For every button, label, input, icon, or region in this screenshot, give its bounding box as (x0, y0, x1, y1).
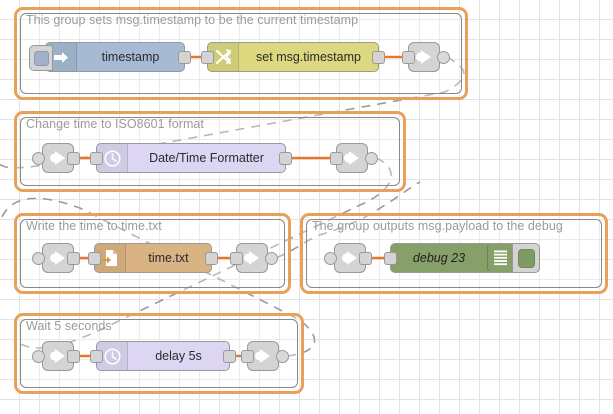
group-label-write-file: Write the time to time.txt (26, 219, 162, 233)
group-border (306, 219, 602, 288)
node-debug-23[interactable]: debug 23 (384, 243, 540, 273)
link-output-port[interactable] (265, 252, 278, 265)
output-port[interactable] (359, 252, 372, 265)
input-port[interactable] (201, 51, 214, 64)
node-link-out-2[interactable] (330, 143, 378, 173)
link-out-icon (248, 342, 278, 370)
node-label: timestamp (101, 50, 160, 64)
link-out-icon (237, 244, 267, 272)
link-in-icon (43, 144, 73, 172)
node-inject-timestamp[interactable]: timestamp (29, 42, 191, 72)
node-label: debug 23 (412, 251, 466, 265)
group-border (20, 13, 462, 94)
inject-button[interactable] (29, 45, 53, 71)
node-link-out-1[interactable] (402, 42, 450, 72)
node-link-out-5[interactable] (241, 341, 289, 371)
link-out-icon (409, 43, 439, 71)
link-input-port[interactable] (32, 350, 45, 363)
link-input-port[interactable] (32, 252, 45, 265)
group-border (20, 117, 400, 186)
link-input-port[interactable] (324, 252, 337, 265)
output-port[interactable] (67, 252, 80, 265)
group-border (20, 219, 285, 288)
debug-toggle-button[interactable] (512, 244, 539, 272)
node-label: delay 5s (155, 349, 202, 363)
input-port[interactable] (90, 152, 103, 165)
link-output-port[interactable] (437, 51, 450, 64)
group-label-iso8601: Change time to ISO8601 format (26, 117, 204, 131)
link-output-port[interactable] (276, 350, 289, 363)
group-label-debug: The group outputs msg.payload to the deb… (312, 219, 563, 233)
output-port[interactable] (67, 350, 80, 363)
input-port[interactable] (402, 51, 415, 64)
clock-icon (97, 342, 128, 370)
group-label-delay: Wait 5 seconds (26, 319, 112, 333)
node-file-write[interactable]: time.txt (88, 243, 218, 273)
node-datetime-formatter[interactable]: Date/Time Formatter (90, 143, 292, 173)
node-link-in-3[interactable] (32, 243, 80, 273)
node-delay-5s[interactable]: delay 5s (90, 341, 236, 371)
link-in-icon (43, 244, 73, 272)
node-link-in-5[interactable] (32, 341, 80, 371)
output-port[interactable] (279, 152, 292, 165)
output-port[interactable] (205, 252, 218, 265)
node-link-out-3[interactable] (230, 243, 278, 273)
group-border (20, 319, 298, 388)
input-port[interactable] (241, 350, 254, 363)
output-port[interactable] (67, 152, 80, 165)
node-link-in-2[interactable] (32, 143, 80, 173)
node-link-in-4[interactable] (324, 243, 372, 273)
node-label: set msg.timestamp (256, 50, 361, 64)
input-port[interactable] (90, 350, 103, 363)
link-in-icon (335, 244, 365, 272)
input-port[interactable] (384, 252, 397, 265)
debug-lines-icon (487, 244, 512, 272)
output-port[interactable] (372, 51, 385, 64)
node-change-set-timestamp[interactable]: set msg.timestamp (201, 42, 385, 72)
input-port[interactable] (88, 252, 101, 265)
output-port[interactable] (178, 51, 191, 64)
group-label-timestamp: This group sets msg.timestamp to be the … (26, 13, 359, 27)
node-label: Date/Time Formatter (149, 151, 264, 165)
link-out-icon (337, 144, 367, 172)
link-in-icon (43, 342, 73, 370)
link-input-port[interactable] (32, 152, 45, 165)
node-label: time.txt (148, 251, 189, 265)
link-output-port[interactable] (365, 152, 378, 165)
output-port[interactable] (223, 350, 236, 363)
input-port[interactable] (230, 252, 243, 265)
input-port[interactable] (330, 152, 343, 165)
